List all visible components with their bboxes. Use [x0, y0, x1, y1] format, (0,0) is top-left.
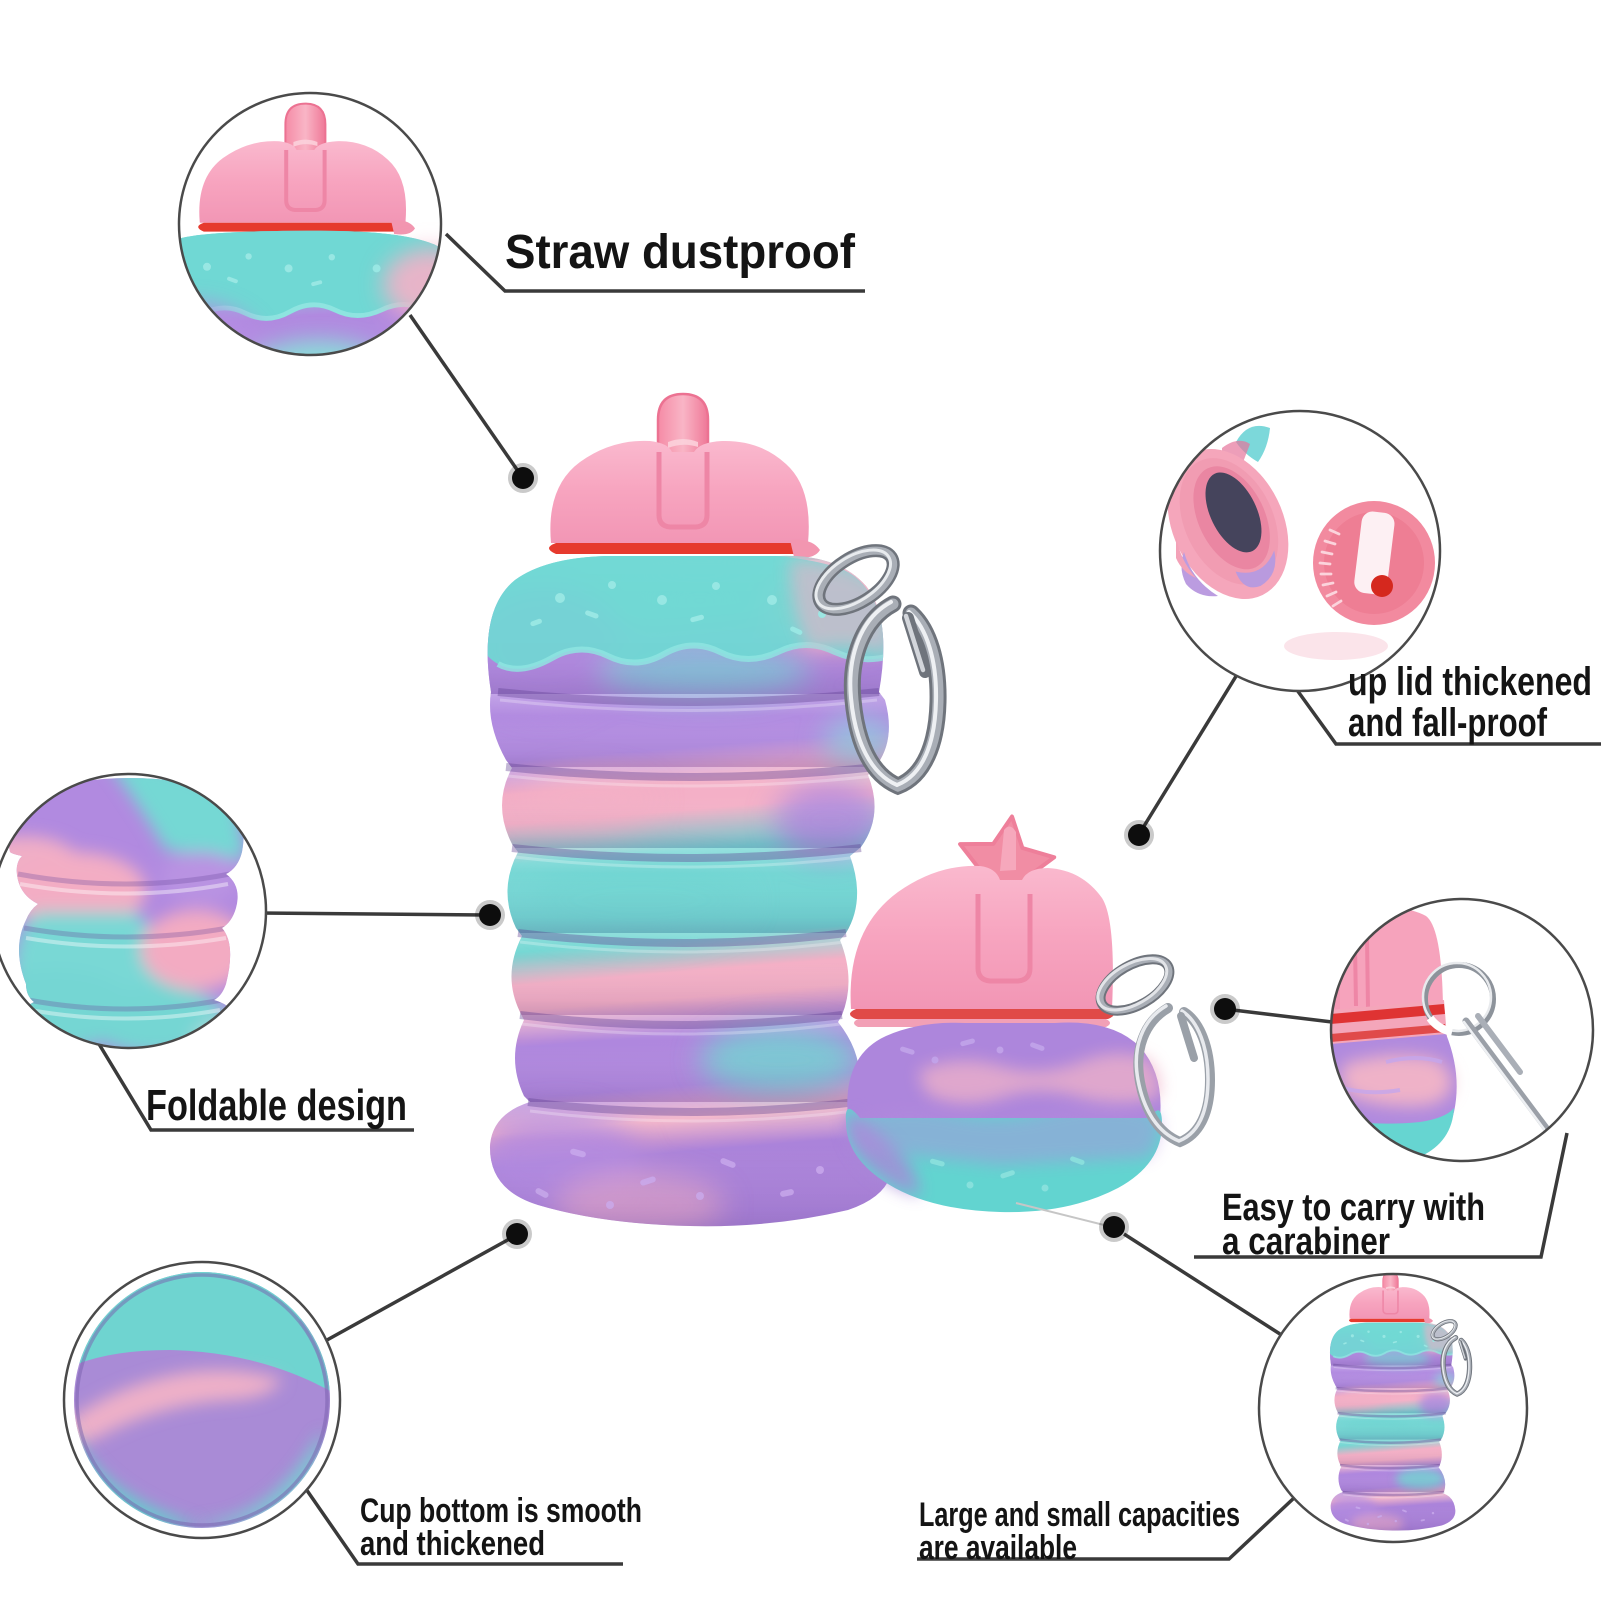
svg-text:Cup bottom is smooth: Cup bottom is smooth — [360, 1492, 642, 1530]
svg-text:Easy to carry with: Easy to carry with — [1222, 1187, 1485, 1229]
svg-text:and thickened: and thickened — [360, 1525, 545, 1563]
svg-text:up lid thickened: up lid thickened — [1348, 660, 1592, 704]
svg-text:a carabiner: a carabiner — [1222, 1221, 1390, 1263]
svg-text:Straw dustproof: Straw dustproof — [505, 226, 856, 279]
svg-text:are available: are available — [919, 1529, 1077, 1567]
svg-text:Large and small capacities: Large and small capacities — [919, 1496, 1240, 1534]
svg-text:Foldable design: Foldable design — [146, 1081, 407, 1130]
svg-text:and fall-proof: and fall-proof — [1348, 701, 1548, 745]
